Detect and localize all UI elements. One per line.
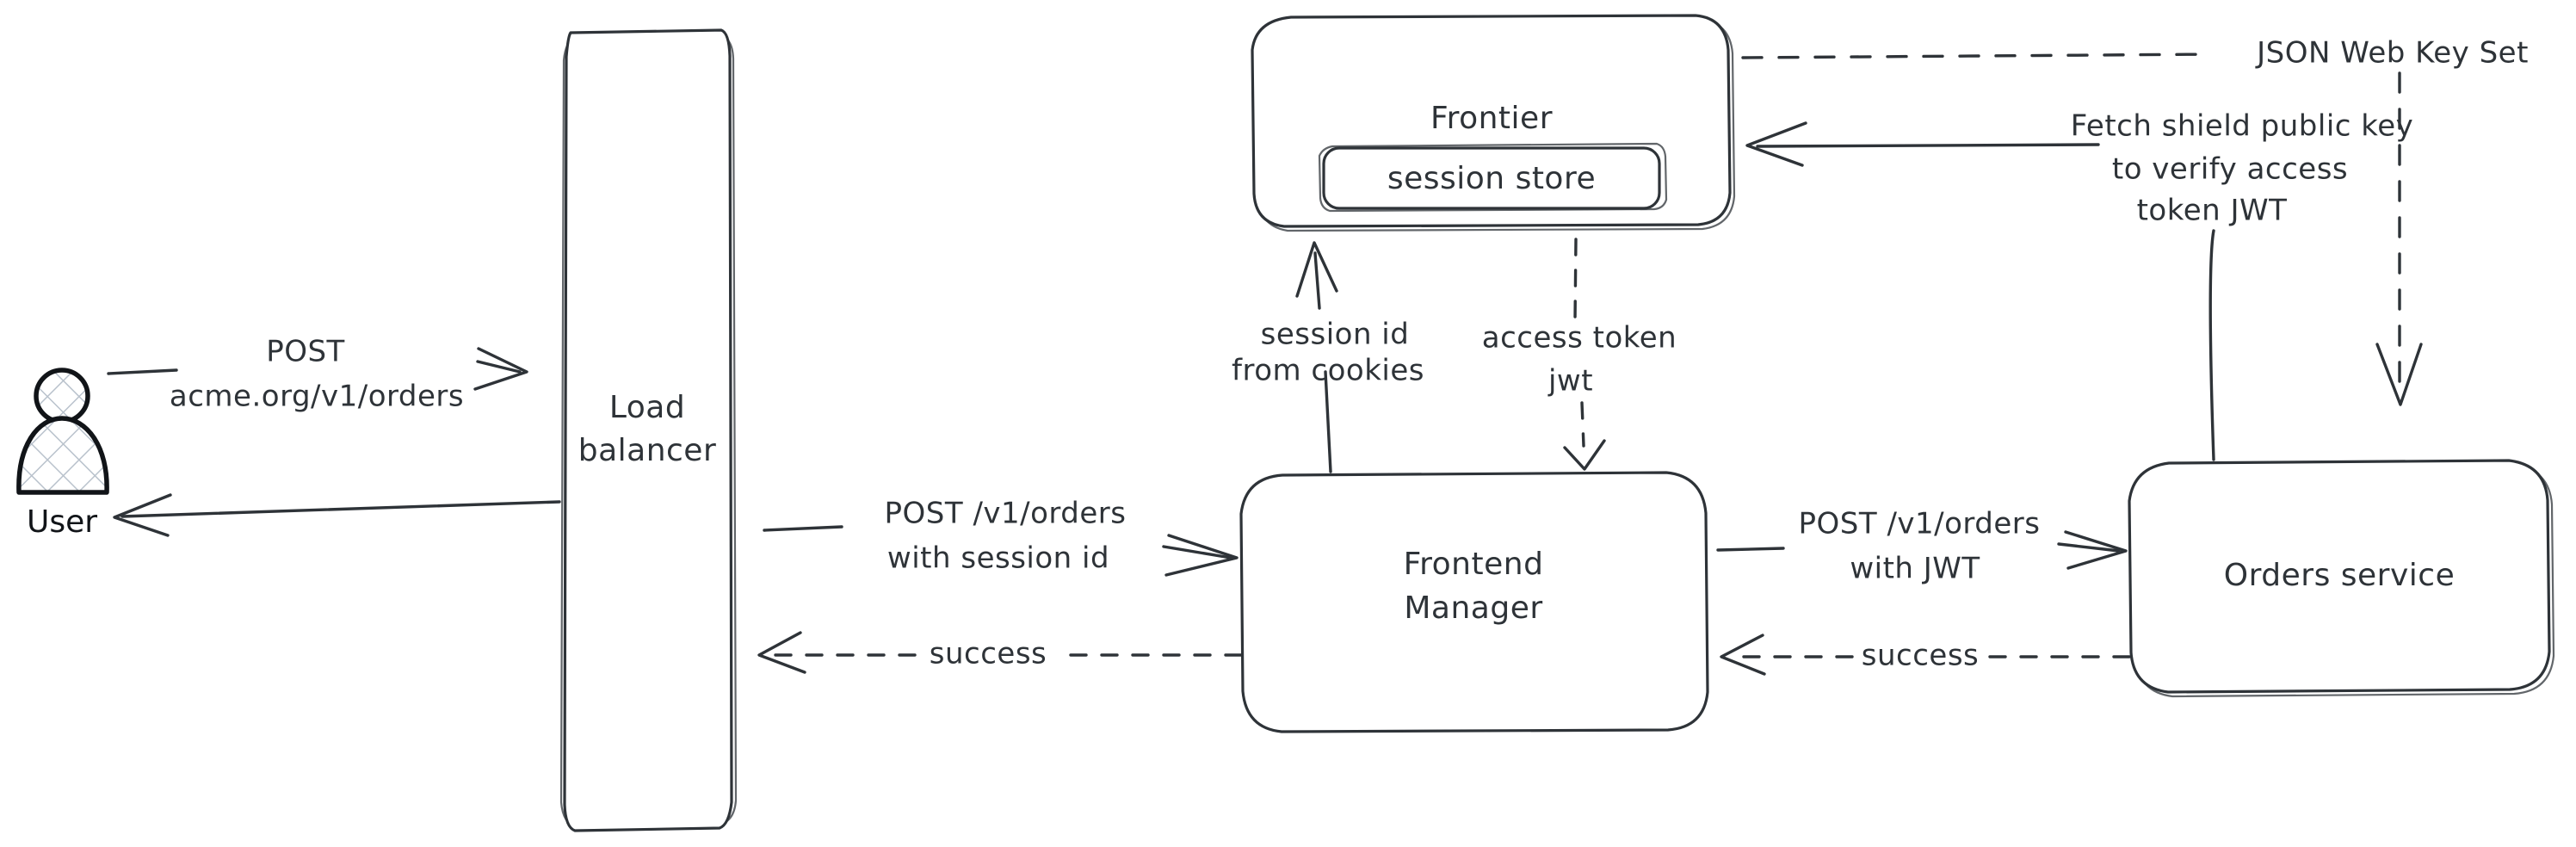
edge-orders-service-to-frontend-manager[interactable] [1720,634,2131,676]
edge-jwks-arrowhead [2375,343,2423,406]
edge-frontend-manager-to-orders-service[interactable] [1716,530,2128,570]
edge-frontend-manager-to-load-balancer[interactable] [757,631,1243,674]
session-store-outline[interactable] [1322,146,1661,210]
load-balancer-label-line2: balancer [578,433,717,468]
edge-fm-to-frontier-lower [1324,370,1332,473]
edge-user-to-lb-arrowhead [473,347,528,391]
load-balancer-label-line1: Load [609,390,685,425]
edge-orders-to-frontier-label-line1: Fetch shield public key [2071,109,2414,144]
edge-fm-to-frontier-label-line1: session id [1261,318,1410,352]
edge-user-to-load-balancer[interactable] [107,347,528,391]
frontend-manager-label-line1: Frontend [1404,547,1544,582]
edge-fm-to-frontier-label-line2: from cookies [1232,354,1424,388]
node-orders-service[interactable] [2128,459,2555,698]
edge-frontier-to-fm-dashed-lower [1580,401,1585,448]
edge-orders-to-fm-arrowhead [1720,634,1766,676]
edge-user-to-lb-line [476,360,522,374]
edge-frontier-to-orders-service-jwks[interactable] [1741,53,2423,406]
edge-frontend-manager-to-frontier[interactable] [1295,241,1338,473]
edge-lb-to-fm-line [1162,545,1232,560]
edge-lb-to-fm-arrowhead [1164,534,1239,577]
edge-fm-to-orders-arrowhead [2064,530,2128,570]
edge-fm-to-frontier-arrowhead [1295,241,1338,298]
edge-lb-to-user-line [120,500,561,518]
edge-frontier-to-fm-dashed-upper [1573,238,1578,322]
edge-orders-to-frontier-label-line2: to verify access [2112,152,2348,187]
edge-fm-to-orders-label-line2: with JWT [1850,552,1980,586]
node-load-balancer[interactable] [559,28,738,832]
edge-jwks-horizontal [1741,53,2214,59]
person-icon-head [34,368,90,424]
edge-fm-to-lb-label: success [930,637,1047,671]
edge-orders-service-to-frontier[interactable] [1745,121,2215,461]
frontend-manager-label-line2: Manager [1404,590,1542,626]
edge-orders-to-frontier-label-line3: token JWT [2137,194,2288,228]
edge-fm-to-frontier-upper [1313,251,1321,310]
edge-fm-to-orders-stub [1716,547,1785,552]
edge-frontier-to-frontend-manager[interactable] [1563,238,1606,471]
edge-frontier-to-fm-label-line1: access token [1482,321,1677,355]
frontend-manager-outline [1239,471,1709,733]
person-icon-body [16,416,109,495]
node-frontier[interactable] [1251,14,1736,232]
edge-lb-to-user-arrowhead [113,493,172,537]
session-store-label: session store [1387,161,1596,196]
edge-fm-to-lb-arrowhead [757,631,806,674]
orders-service-outline [2128,459,2551,694]
edge-load-balancer-to-frontend-manager[interactable] [763,525,1239,577]
edge-lb-to-fm-label-line1: POST /v1/orders [885,497,1127,531]
edge-fm-to-orders-label-line1: POST /v1/orders [1799,507,2041,541]
load-balancer-outline [563,28,733,832]
edge-frontier-to-fm-label-line2: jwt [1547,364,1593,399]
session-store-sketch-outline [1318,142,1668,213]
edge-lb-to-fm-stub [763,525,843,532]
actor-user[interactable] [16,368,109,495]
orders-service-label: Orders service [2224,558,2455,593]
edge-jwks-label: JSON Web Key Set [2255,36,2529,71]
edge-load-balancer-to-user[interactable] [113,493,561,537]
node-frontend-manager[interactable] [1239,471,1709,733]
edge-orders-to-frontier-arrowhead [1745,121,1807,167]
edge-orders-to-fm-label: success [1862,639,1980,673]
edge-fm-to-orders-line [2057,542,2121,553]
edge-user-to-lb-label-line2: acme.org/v1/orders [170,380,464,414]
edge-orders-to-frontier-curve [2208,229,2215,461]
user-label: User [27,504,97,540]
frontier-label: Frontier [1430,101,1553,136]
edge-user-to-lb-stub [107,368,178,375]
edge-frontier-to-fm-arrowhead [1563,439,1606,471]
edge-orders-to-frontier-horizontal [1756,143,2100,148]
edge-lb-to-fm-label-line2: with session id [887,541,1109,576]
edge-user-to-lb-label-line1: POST [266,335,345,369]
